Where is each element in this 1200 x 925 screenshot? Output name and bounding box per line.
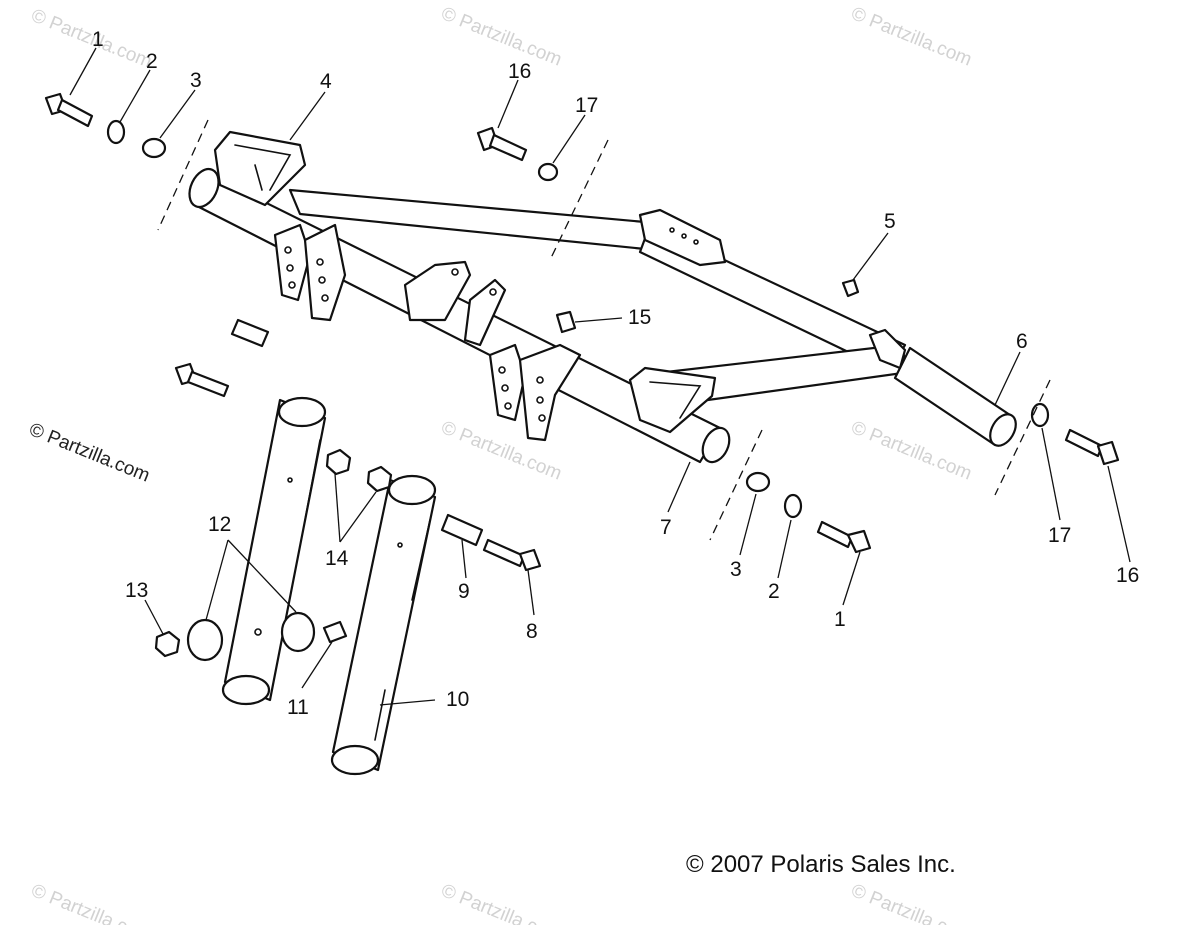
callout-4: 4: [320, 70, 332, 93]
nut-14a: [325, 448, 352, 476]
washer-3-left: [141, 137, 167, 159]
callout-3-left: 3: [190, 69, 202, 92]
callout-17-right: 17: [1048, 524, 1071, 547]
grease-fitting-15: [555, 310, 577, 334]
watermark: © Partzilla.com: [848, 3, 975, 70]
callout-5: 5: [884, 210, 896, 233]
callout-12: 12: [208, 513, 231, 536]
leader-lines: [69, 47, 1131, 706]
torque-arm-frame: [188, 130, 1017, 464]
callout-2-right: 2: [768, 580, 780, 603]
spacer-9: [440, 513, 484, 547]
washer-17-right: [1030, 402, 1050, 428]
callout-9: 9: [458, 580, 470, 603]
nut-14b: [366, 465, 393, 493]
callout-16-right: 16: [1116, 564, 1139, 587]
washer-3-right: [745, 471, 771, 493]
watermark: © Partzilla.com: [848, 880, 975, 925]
washer-2-left: [106, 119, 126, 145]
callout-2-left: 2: [146, 50, 158, 73]
grease-fitting-5: [841, 278, 860, 298]
bolt-upper-link: [174, 362, 230, 398]
spacer-upper: [230, 318, 270, 348]
link-left: [221, 396, 327, 706]
callout-1-right: 1: [834, 608, 846, 631]
callout-7: 7: [660, 516, 672, 539]
centerlines: [157, 119, 1051, 541]
washer-17-top: [537, 162, 559, 182]
washer-12b: [280, 611, 316, 653]
washer-12a: [186, 618, 224, 662]
bolt-16-right: [1064, 428, 1120, 466]
callout-14: 14: [325, 547, 349, 570]
watermark: © Partzilla.com: [28, 880, 155, 925]
bolt-1-right: [816, 520, 872, 554]
callout-15: 15: [628, 306, 651, 329]
callout-6: 6: [1016, 330, 1028, 353]
callout-8: 8: [526, 620, 538, 643]
bolt-1-left: [44, 92, 94, 128]
link-right: [330, 474, 437, 776]
watermark: © Partzilla.com: [438, 3, 565, 70]
callout-1-left: 1: [92, 28, 104, 51]
bolt-8: [482, 538, 542, 572]
washer-2-right: [783, 493, 803, 519]
pin-11: [322, 620, 348, 644]
nut-13: [154, 630, 181, 658]
callouts: 1 2 3 4 16 17 5 15 6 7 3 2 1 17 16 12 13…: [92, 28, 1139, 719]
callout-11: 11: [287, 696, 309, 719]
watermark: © Partzilla.com: [438, 880, 565, 925]
copyright-text: © 2007 Polaris Sales Inc.: [686, 851, 956, 878]
watermark-dark: © Partzilla.com: [26, 419, 153, 486]
callout-13: 13: [125, 579, 148, 602]
callout-3-right: 3: [730, 558, 742, 581]
callout-10: 10: [446, 688, 469, 711]
bolt-16-top: [476, 126, 528, 162]
watermark: © Partzilla.com: [848, 417, 975, 484]
callout-16-top: 16: [508, 60, 531, 83]
callout-17-top: 17: [575, 94, 598, 117]
